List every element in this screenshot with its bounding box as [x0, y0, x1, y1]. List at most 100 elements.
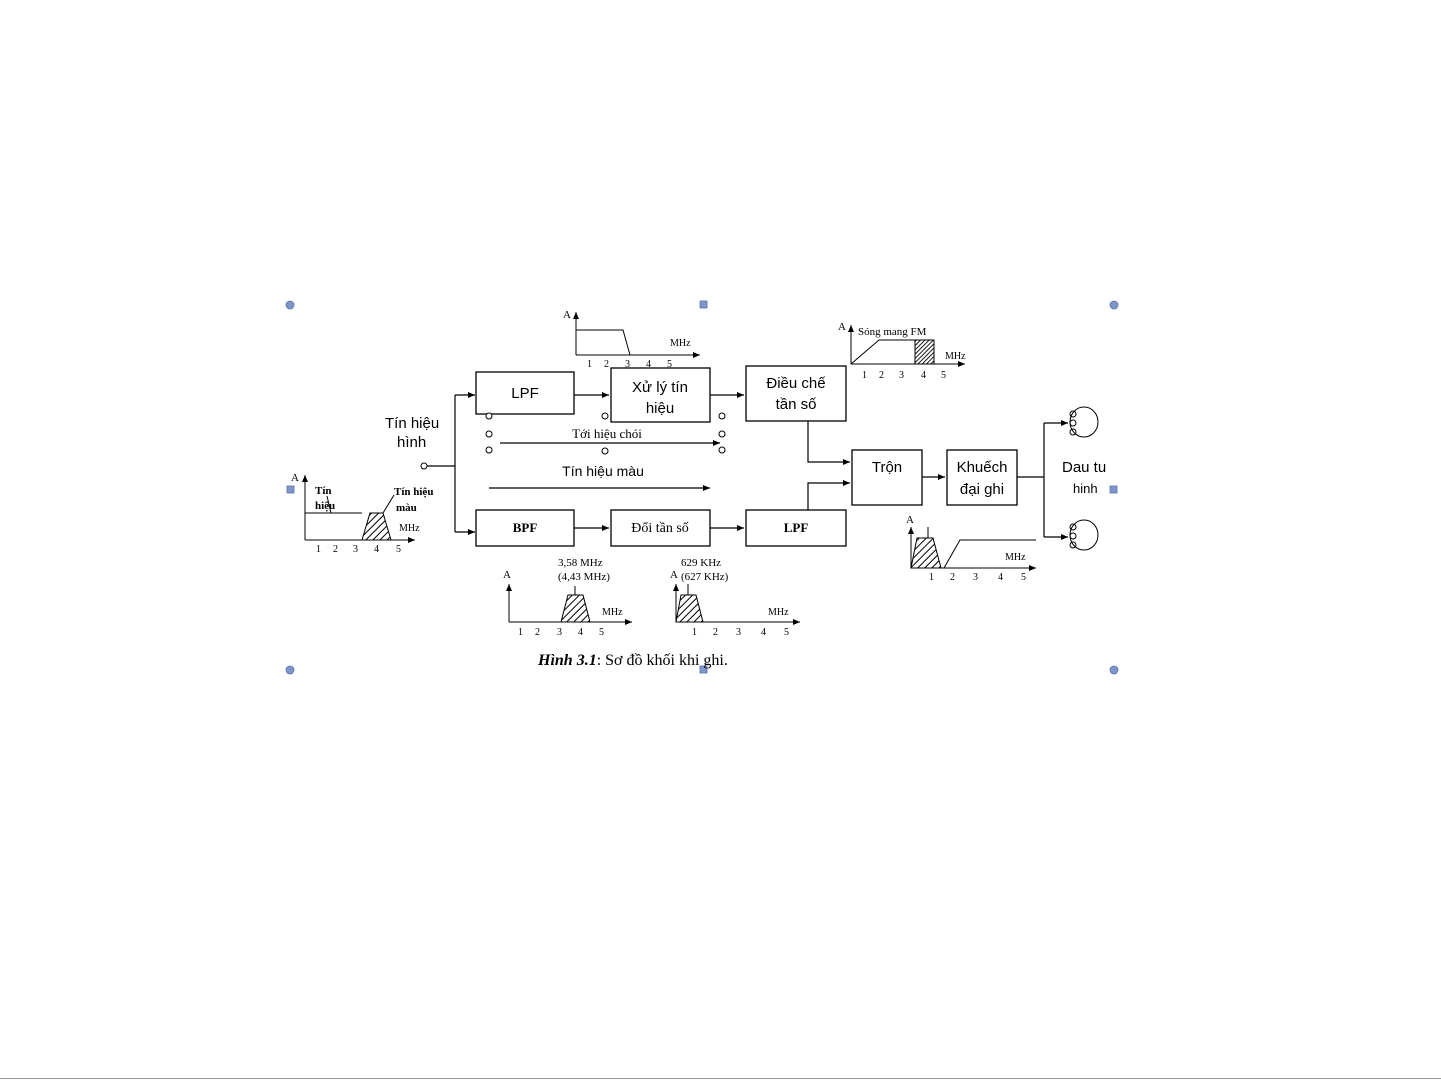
lpf-tick: 1 — [587, 359, 592, 370]
fm-tick: 2 — [879, 370, 884, 381]
lpf-tick: 2 — [604, 359, 609, 370]
input-signal-label-line1: Tín hiệu — [385, 415, 439, 432]
mixed-tick: 2 — [950, 572, 955, 583]
page-bottom-border — [0, 1078, 1441, 1079]
fm-tick: 4 — [921, 370, 926, 381]
doi-tan-so-block — [610, 509, 711, 547]
input-tick: 1 — [316, 544, 321, 555]
shifted-spectrum-unit: MHz — [768, 607, 789, 618]
lpf-to-tron-arrow — [807, 480, 850, 510]
tron-block — [851, 449, 923, 506]
luma-pointer — [326, 495, 332, 514]
mixed-tick: 5 — [1021, 572, 1026, 583]
input-spectrum-unit: MHz — [399, 523, 420, 534]
switch-terminals — [485, 412, 726, 455]
figure-separator: : — [597, 652, 605, 669]
shifted-tick: 4 — [761, 627, 766, 638]
figure-number: Hình 3.1 — [537, 652, 597, 669]
mixed-spectrum-unit: MHz — [1005, 552, 1026, 563]
khuech-label-line2: đại ghi — [960, 481, 1004, 498]
bpf-spectrum-note-line1: 3,58 MHz — [558, 557, 603, 569]
khuech-label-line1: Khuếch — [957, 459, 1008, 476]
input-tick: 4 — [374, 544, 379, 555]
bpf-label: BPF — [513, 520, 538, 535]
shifted-spectrum-note-line2: (627 KHz) — [681, 571, 729, 583]
xu-ly-label-line2: hiệu — [646, 400, 674, 417]
input-spectrum-a-label: A — [291, 472, 299, 484]
lpf-bottom-block — [745, 509, 847, 547]
video-head-top-icon — [1069, 406, 1099, 438]
mixed-tick: 4 — [998, 572, 1003, 583]
lpf-tick: 5 — [667, 359, 672, 370]
dieuche-to-tron-arrow — [807, 421, 850, 465]
fm-spectrum-unit: MHz — [945, 351, 966, 362]
fm-spectrum-a-label: A — [838, 321, 846, 333]
shifted-spectrum: A 629 KHz (627 KHz) MHz 1 2 3 4 5 — [670, 557, 800, 638]
bpf-spectrum-a-label: A — [503, 569, 511, 581]
tron-label: Trộn — [872, 459, 902, 476]
lpf-spectrum-a-label: A — [563, 309, 571, 321]
handle-middle-right[interactable] — [1109, 485, 1118, 494]
fm-tick: 1 — [862, 370, 867, 381]
dieu-che-block — [745, 365, 847, 422]
shifted-tick: 1 — [692, 627, 697, 638]
chroma-signal-label: Tín hiệu màu — [562, 463, 644, 479]
video-head-label-line2: hinh — [1073, 481, 1098, 496]
chroma-label-line1: Tín hiệu — [394, 486, 433, 498]
lpf-spectrum-unit: MHz — [670, 338, 691, 349]
shifted-spectrum-a-label: A — [670, 569, 678, 581]
bpf-tick: 1 — [518, 627, 523, 638]
xu-ly-label-line1: Xử lý tín — [632, 379, 688, 396]
bpf-tick: 5 — [599, 627, 604, 638]
fm-tick: 5 — [941, 370, 946, 381]
video-head-bottom-icon — [1069, 519, 1099, 551]
luma-label-line1: Tín — [315, 485, 332, 497]
input-spectrum-ticks: 1 2 3 4 5 — [316, 544, 401, 555]
video-head-label-line1: Dau tu — [1062, 459, 1106, 476]
fm-spectrum-title: Sóng mang FM — [858, 326, 927, 338]
handle-bottom-left[interactable] — [285, 665, 295, 675]
shifted-tick: 2 — [713, 627, 718, 638]
figure-caption: Hình 3.1: Sơ đồ khối khi ghi. — [537, 652, 728, 669]
luma-label-line2: hiệu — [315, 500, 335, 512]
selection-handles[interactable] — [285, 300, 1119, 675]
bpf-tick: 3 — [557, 627, 562, 638]
fm-tick: 3 — [899, 370, 904, 381]
chroma-band-shape — [361, 512, 392, 541]
bpf-tick: 2 — [535, 627, 540, 638]
figure-caption-text: Sơ đồ khối khi ghi. — [605, 652, 728, 669]
luma-out-label: Tới hiệu chói — [572, 426, 642, 441]
lpf-spectrum: A MHz 1 2 3 4 5 — [563, 309, 700, 370]
input-tick: 5 — [396, 544, 401, 555]
chroma-pointer — [382, 494, 395, 514]
handle-bottom-right[interactable] — [1109, 665, 1119, 675]
input-signal-label-line2: hình — [397, 434, 426, 451]
dieu-che-label-line2: tần số — [776, 396, 818, 413]
shifted-tick: 3 — [736, 627, 741, 638]
mixed-spectrum-a-label: A — [906, 514, 914, 526]
handle-bottom-middle[interactable] — [699, 665, 708, 674]
handle-top-left[interactable] — [285, 300, 295, 310]
bpf-spectrum-unit: MHz — [602, 607, 623, 618]
mixed-tick: 1 — [929, 572, 934, 583]
bpf-spectrum-note-line2: (4,43 MHz) — [558, 571, 610, 583]
handle-top-right[interactable] — [1109, 300, 1119, 310]
fm-spectrum: A Sóng mang FM MHz 1 2 3 4 5 — [838, 321, 966, 381]
handle-top-middle[interactable] — [699, 300, 708, 309]
input-spectrum: A Tín hiệu Tín hiệu màu MHz 1 2 3 4 5 — [291, 472, 433, 555]
mixed-spectrum: A MHz 1 2 3 4 5 — [906, 514, 1036, 583]
input-tick: 3 — [353, 544, 358, 555]
shifted-spectrum-note-line1: 629 KHz — [681, 557, 721, 569]
lpf-tick: 4 — [646, 359, 651, 370]
lpf-tick: 3 — [625, 359, 630, 370]
input-tick: 2 — [333, 544, 338, 555]
mixed-tick: 3 — [973, 572, 978, 583]
lpf-top-block — [475, 371, 575, 415]
doi-tan-so-label: Đổi tần số — [631, 521, 689, 536]
xu-ly-block — [610, 367, 711, 423]
bpf-spectrum: A 3,58 MHz (4,43 MHz) MHz 1 2 3 4 5 — [503, 557, 632, 638]
chroma-label-line2: màu — [396, 502, 417, 514]
khuech-dai-block — [946, 449, 1018, 506]
handle-middle-left[interactable] — [286, 485, 295, 494]
